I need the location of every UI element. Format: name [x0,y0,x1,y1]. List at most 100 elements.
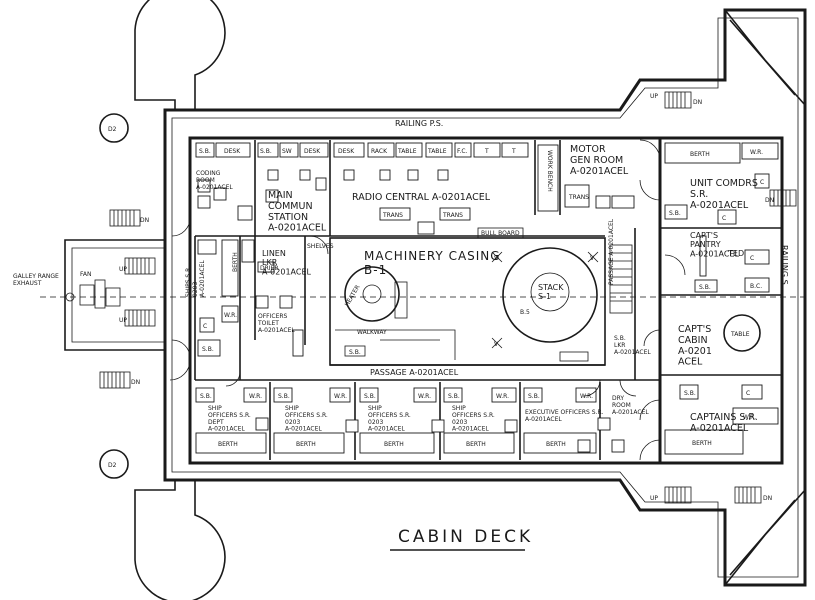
ladder-dn-label: DN [765,197,774,204]
deck-edge [163,8,807,587]
fixture-label: WORK BENCH [546,150,553,192]
door-swings [169,139,686,461]
fixture-label: S.B. [200,393,212,400]
fixture-label: DESK [338,148,355,155]
top-row-partitions [254,140,561,236]
drawing-title: CABIN DECK [398,527,533,547]
stack-circle [502,247,598,343]
fixture-label: DESK [304,148,321,155]
fixture-label: TRANS [442,212,463,219]
left-column-partitions [194,236,306,380]
fixture-label: BERTH [546,441,566,448]
ladder-bottom-right [664,486,762,504]
fixture-label: S.B. [278,393,290,400]
fixture-label: S.B. [202,346,214,353]
fixture-label: BERTH [296,441,316,448]
fixture-label: S.B. [669,210,681,217]
fixture-label: B.5 [520,309,530,316]
life-buoy-lower [99,449,129,479]
walkway-box [344,345,366,357]
captain-suite-wall [658,136,784,465]
fixture-label: T [484,148,489,155]
ladder-up-label: UP [650,93,658,100]
fixture-label: DRIER [260,265,279,272]
fixture-label: C [203,323,207,330]
fixture-label: TABLE [730,331,750,338]
superstructure [40,136,810,465]
fixture-label: W.R. [418,393,431,400]
fixture-label: V [494,341,499,348]
fixture-label: S.B. [528,393,540,400]
furniture [195,142,779,455]
fixture-label: S.B. [260,148,272,155]
fixture-label: SHELVES [307,243,334,250]
stair-passage [609,244,633,314]
radio-central-label: RADIO CENTRAL A-0201ACEL [352,192,491,203]
ladder-dn-label: DN [140,217,149,224]
ladder-up-label: UP [650,495,658,502]
fixture-label: W.R. [496,393,509,400]
fixture-label: BERTH [232,252,239,272]
fixture-label: DESK [224,148,241,155]
railing-label: RAILING P.S. [395,119,443,128]
buoy-label-upper: D2 [108,126,117,133]
fixture-label: TABLE [397,148,417,155]
fixture-label: S.B. [448,393,460,400]
ladder-up-label: UP [119,266,127,273]
port-extension-inner [71,247,165,343]
fixture-label: TRANS [568,194,589,201]
life-buoy-upper [99,113,129,143]
fixture-label: BULL BOARD [481,230,520,237]
passage-side-label: PASSAGE A-0201ACEL [608,218,615,285]
deck-inner-edge [171,17,799,578]
fixture-label: S.B. [684,390,696,397]
fixture-label: TED [727,249,744,258]
captains-table [723,314,761,352]
fixture-label: BERTH [466,441,486,448]
deck-outline: D2 D2 [64,0,807,600]
fixture-label: V [494,255,499,262]
fixture-label: C [750,255,754,262]
passage-label: PASSAGE A-0201ACEL [370,368,459,377]
fixture-label: W.R. [249,393,262,400]
starboard-wing-lower [724,489,806,586]
fixture-label: C [746,390,750,397]
walkway-box-right [559,351,589,362]
ladder-dn-label: DN [693,99,702,106]
fixture-label: BERTH [384,441,404,448]
machinery-casing-wall [329,237,606,366]
heater-tank-core [362,284,382,304]
executive-officers-label: EXECUTIVE OFFICERS S.R.A-0201ACEL [525,409,603,423]
port-extension [64,239,165,351]
walkway-rail [335,329,456,360]
fixture-label: BERTH [690,151,710,158]
ladder-left-upper [124,257,156,275]
fixture-label: TRANS [382,212,403,219]
ladder-left-lower [124,309,156,327]
fixture-label: BERTH [218,441,238,448]
fixture-label: B.C. [750,283,762,290]
fixture-label: F.C. [457,148,468,155]
bull-board [477,227,524,239]
fan-label: FAN [80,271,92,278]
fixture-label: TABLE [427,148,447,155]
railing-right-label: RAILING S [780,245,789,285]
vent-markers [491,251,599,349]
ladder-top-right [664,91,692,109]
fixture-label: C [722,215,726,222]
heater-tank [344,266,400,322]
fixture-label: W.R. [580,393,593,400]
